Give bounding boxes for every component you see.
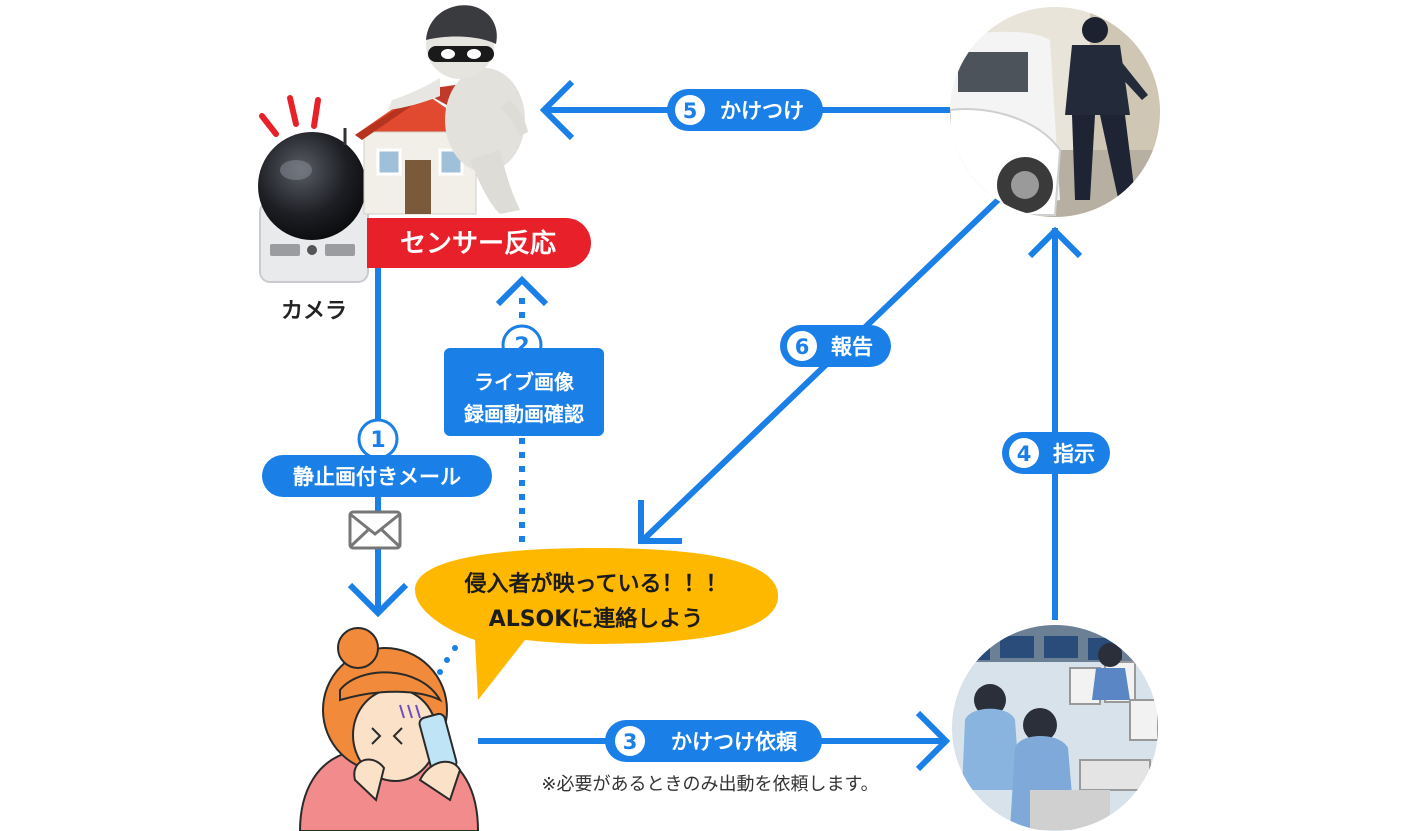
- security-camera-icon: [258, 95, 369, 283]
- step2-label-line1: ライブ画像: [474, 370, 575, 394]
- arrow-step4-head: [1027, 226, 1083, 259]
- step3-number-bg: [615, 726, 645, 756]
- step3-label: かけつけ依頼: [671, 730, 798, 754]
- step5-number-bg: [675, 95, 705, 125]
- step3-label-bg: [605, 720, 822, 762]
- step6-number: 6: [795, 335, 810, 359]
- arrow-step2-head: [495, 275, 549, 307]
- step5-label-bg: [667, 89, 823, 131]
- step1-label: 静止画付きメール: [293, 465, 461, 489]
- guard-photo: [950, 7, 1160, 217]
- step2-label-line2: 録画動画確認: [464, 402, 584, 426]
- step3-number: 3: [623, 730, 638, 754]
- step1-label-bg: [262, 455, 492, 497]
- speech-line1: 侵入者が映っている！！！: [464, 571, 728, 597]
- speech-bubble: [415, 548, 778, 700]
- step5-number: 5: [683, 99, 698, 123]
- arrow-step6-head: [638, 500, 682, 544]
- step6-label: 報告: [831, 335, 873, 359]
- sensor-label: センサー反応: [400, 228, 556, 259]
- arrow-step1-head: [347, 582, 409, 618]
- control-center-photo: [952, 625, 1158, 831]
- arrow-step5-head: [539, 79, 575, 141]
- camera-label: カメラ: [281, 299, 347, 324]
- step4-number: 4: [1017, 442, 1032, 466]
- step4-number-bg: [1009, 438, 1039, 468]
- envelope-icon: [348, 510, 402, 550]
- step2-label-bg: [444, 348, 604, 436]
- speech-line2: ALSOKに連絡しよう: [489, 606, 704, 632]
- note-text: ※必要があるときのみ出動を依頼します。: [541, 774, 878, 795]
- step1-number: 1: [370, 428, 385, 453]
- woman-on-phone-icon: [298, 627, 480, 831]
- sensor-label-bg: [367, 218, 591, 268]
- step5-label: かけつけ: [720, 99, 804, 123]
- step4-label: 指示: [1053, 442, 1095, 466]
- step6-number-bg: [787, 331, 817, 361]
- arrow-step6-line: [640, 195, 1003, 543]
- burglar-icon: [388, 5, 528, 214]
- arrow-step3-head: [915, 710, 951, 772]
